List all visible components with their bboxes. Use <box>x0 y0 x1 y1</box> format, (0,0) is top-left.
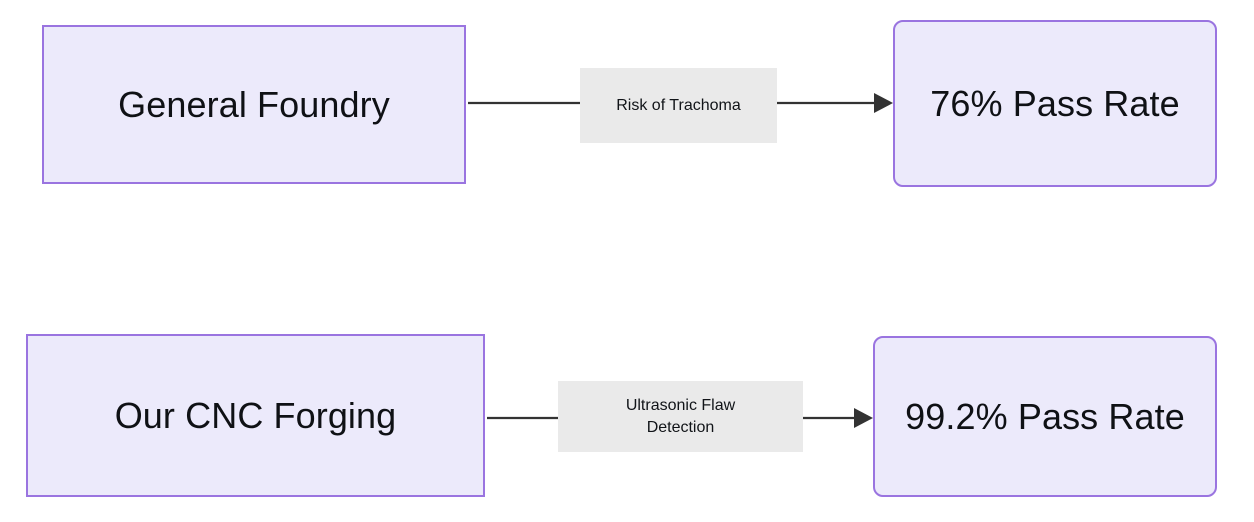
node-label: 99.2% Pass Rate <box>905 395 1185 437</box>
node-pass-rate-99-2[interactable]: 99.2% Pass Rate <box>873 336 1217 497</box>
edge-label-ultrasonic-flaw-detection: Ultrasonic Flaw Detection <box>558 381 803 452</box>
node-label: Our CNC Forging <box>114 394 397 436</box>
node-general-foundry[interactable]: General Foundry <box>42 25 466 184</box>
node-pass-rate-76[interactable]: 76% Pass Rate <box>893 20 1217 187</box>
node-cnc-forging[interactable]: Our CNC Forging <box>26 334 485 497</box>
edge-label-line: Detection <box>646 418 715 436</box>
edge-label-risk-of-trachoma: Risk of Trachoma <box>580 68 777 143</box>
edge-label-line: Risk of Trachoma <box>616 96 741 114</box>
arrow-head-icon <box>854 408 873 428</box>
arrow-head-icon <box>874 93 893 113</box>
edge-label-line: Ultrasonic Flaw <box>625 396 736 414</box>
edge-label-lines: Ultrasonic Flaw Detection <box>626 395 735 438</box>
node-label: General Foundry <box>118 83 390 125</box>
node-label: 76% Pass Rate <box>930 82 1180 124</box>
